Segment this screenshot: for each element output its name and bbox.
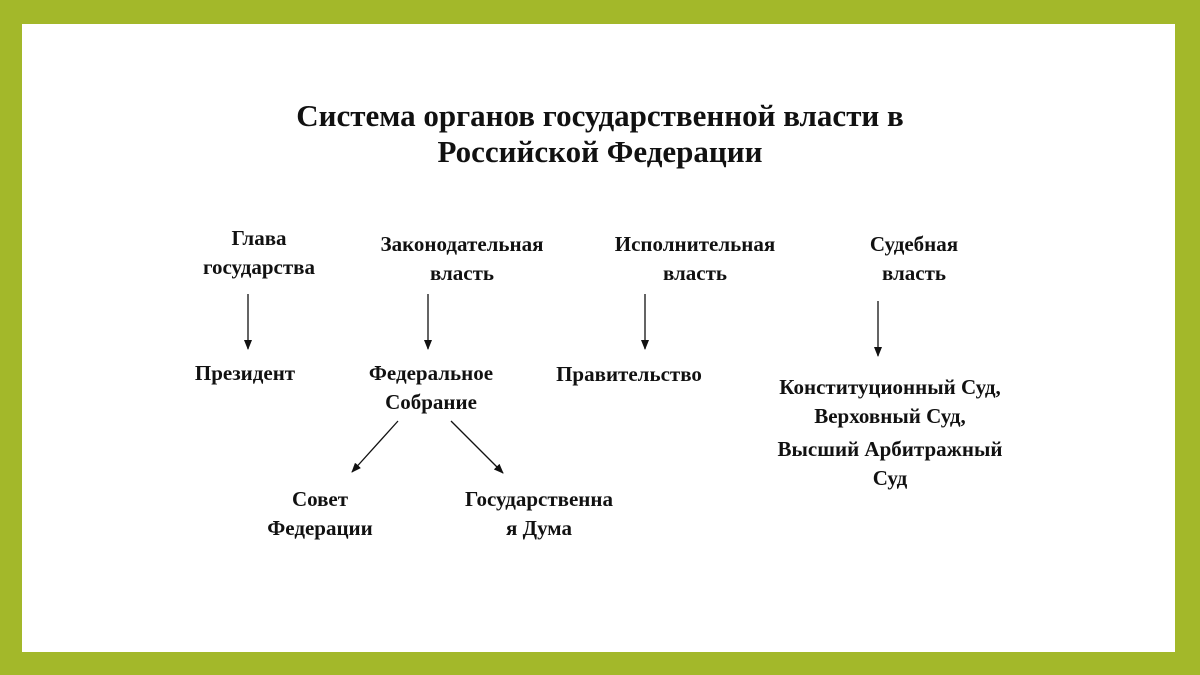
body-federal-assembly-line-2: Собрание xyxy=(385,390,477,414)
body-courts-line-2: Верховный Суд, xyxy=(814,404,966,428)
branch-legislative: Законодательная власть xyxy=(342,230,582,288)
branch-judicial: Судебная власть xyxy=(814,230,1014,288)
chamber-state-duma-line-1: Государственна xyxy=(464,487,614,511)
slide-background xyxy=(22,24,1175,652)
branch-head-of-state-line-1: Глава xyxy=(231,226,287,250)
body-courts-line-3: Высший Арбитражный xyxy=(777,437,1003,461)
body-courts-line-4: Суд xyxy=(872,466,908,490)
chamber-federation-council-line-2: Федерации xyxy=(267,516,373,540)
branch-judicial-line-1: Судебная xyxy=(869,232,959,256)
chamber-federation-council-line-1: Совет xyxy=(291,487,349,511)
chamber-federation-council: Совет Федерации xyxy=(220,485,420,543)
body-government-label: Правительство xyxy=(556,362,702,386)
body-federal-assembly: Федеральное Собрание xyxy=(331,359,531,417)
diagram-title-line-2: Российской Федерации xyxy=(437,134,763,169)
body-courts-line-1: Конституционный Суд, xyxy=(779,375,1001,399)
branch-executive-line-2: власть xyxy=(662,261,728,285)
chamber-state-duma-line-2: я Дума xyxy=(506,516,572,540)
body-federal-assembly-line-1: Федеральное xyxy=(368,361,494,385)
branch-executive-line-1: Исполнительная xyxy=(614,232,776,256)
body-government: Правительство xyxy=(529,360,729,389)
diagram-title-line-1: Система органов государственной власти в xyxy=(296,98,904,133)
chamber-state-duma: Государственна я Дума xyxy=(424,485,654,543)
body-courts: Конституционный Суд, Верховный Суд, Высш… xyxy=(740,373,1040,493)
branch-head-of-state: Глава государства xyxy=(159,224,359,282)
branch-executive: Исполнительная власть xyxy=(575,230,815,288)
branch-judicial-line-2: власть xyxy=(881,261,947,285)
body-president-label: Президент xyxy=(194,361,296,385)
body-president: Президент xyxy=(145,359,345,388)
branch-legislative-line-2: власть xyxy=(429,261,495,285)
branch-head-of-state-line-2: государства xyxy=(202,255,315,279)
branch-legislative-line-1: Законодательная xyxy=(380,232,544,256)
